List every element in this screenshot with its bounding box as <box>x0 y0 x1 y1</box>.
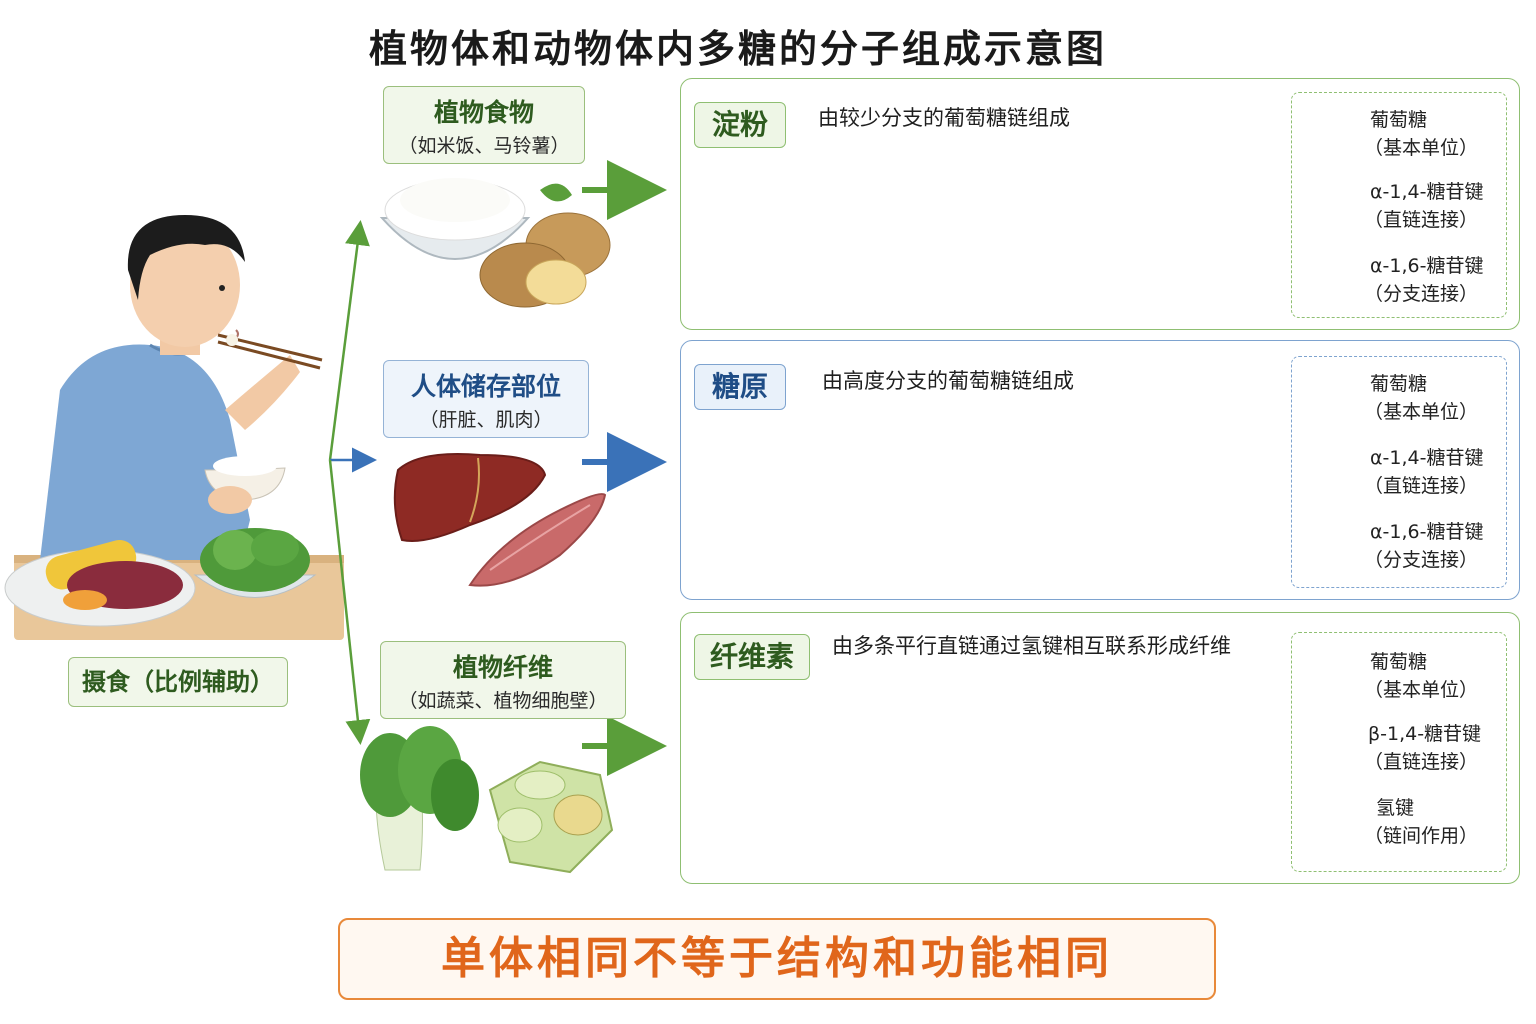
source-title: 植物纤维 <box>452 653 553 682</box>
glycogen-legend <box>1291 356 1507 588</box>
source-label-body-storage: 人体储存部位 （肝脏、肌肉） <box>383 360 589 438</box>
legend-bond1-sub: （直链连接） <box>1364 475 1479 497</box>
legend-bond1-sub: （直链连接） <box>1364 209 1479 231</box>
starch-description: 由较少分支的葡萄糖链组成 <box>818 106 1070 130</box>
panel-arrows <box>582 160 667 776</box>
starch-legend <box>1291 92 1507 318</box>
potato-icon <box>479 183 611 308</box>
legend-unit: 葡萄糖 <box>1370 373 1428 395</box>
intake-label: 摄食（比例辅助） <box>68 657 288 707</box>
page-title: 植物体和动物体内多糖的分子组成示意图 <box>368 27 1107 71</box>
source-subtitle: （如米饭、马铃薯） <box>398 135 570 157</box>
source-subtitle: （如蔬菜、植物细胞壁） <box>398 690 608 712</box>
legend-bond2: 氢键 <box>1376 797 1415 819</box>
cellulose-legend <box>1291 632 1507 872</box>
liver-icon <box>393 453 547 542</box>
legend-unit-sub: （基本单位） <box>1364 679 1479 701</box>
person-eating-icon <box>4 215 344 640</box>
glycogen-description: 由高度分支的葡萄糖链组成 <box>822 369 1074 393</box>
legend-unit-sub: （基本单位） <box>1364 137 1479 159</box>
cellulose-description: 由多条平行直链通过氢键相互联系形成纤维 <box>832 634 1231 658</box>
legend-bond1: β-1,4-糖苷键 <box>1368 723 1482 745</box>
legend-unit: 葡萄糖 <box>1370 109 1428 131</box>
legend-bond2: α-1,6-糖苷键 <box>1370 521 1484 543</box>
starch-tag: 淀粉 <box>694 102 786 148</box>
conclusion-banner: 单体相同不等于结构和功能相同 <box>338 918 1216 1000</box>
plant-cell-wall-icon <box>488 760 614 874</box>
legend-bond2: α-1,6-糖苷键 <box>1370 255 1484 277</box>
legend-bond1: α-1,4-糖苷键 <box>1370 181 1484 203</box>
cellulose-tag: 纤维素 <box>694 634 810 680</box>
legend-bond2-sub: （分支连接） <box>1364 283 1479 305</box>
source-title: 植物食物 <box>433 98 534 127</box>
source-label-plant-fiber: 植物纤维 （如蔬菜、植物细胞壁） <box>380 641 626 719</box>
glycogen-tag: 糖原 <box>694 364 786 410</box>
muscle-icon <box>468 493 607 587</box>
legend-unit-sub: （基本单位） <box>1364 401 1479 423</box>
legend-bond1: α-1,4-糖苷键 <box>1370 447 1484 469</box>
source-title: 人体储存部位 <box>410 372 561 401</box>
bok-choy-icon <box>360 726 479 871</box>
branch-arrows <box>328 220 377 745</box>
legend-bond1-sub: （直链连接） <box>1364 751 1479 773</box>
rice-bowl-icon <box>379 178 531 260</box>
legend-unit: 葡萄糖 <box>1370 651 1428 673</box>
source-subtitle: （肝脏、肌肉） <box>419 409 553 431</box>
legend-bond2-sub: （分支连接） <box>1364 549 1479 571</box>
source-label-plant-food: 植物食物 （如米饭、马铃薯） <box>383 86 585 164</box>
legend-bond2-sub: （链间作用） <box>1364 825 1479 847</box>
